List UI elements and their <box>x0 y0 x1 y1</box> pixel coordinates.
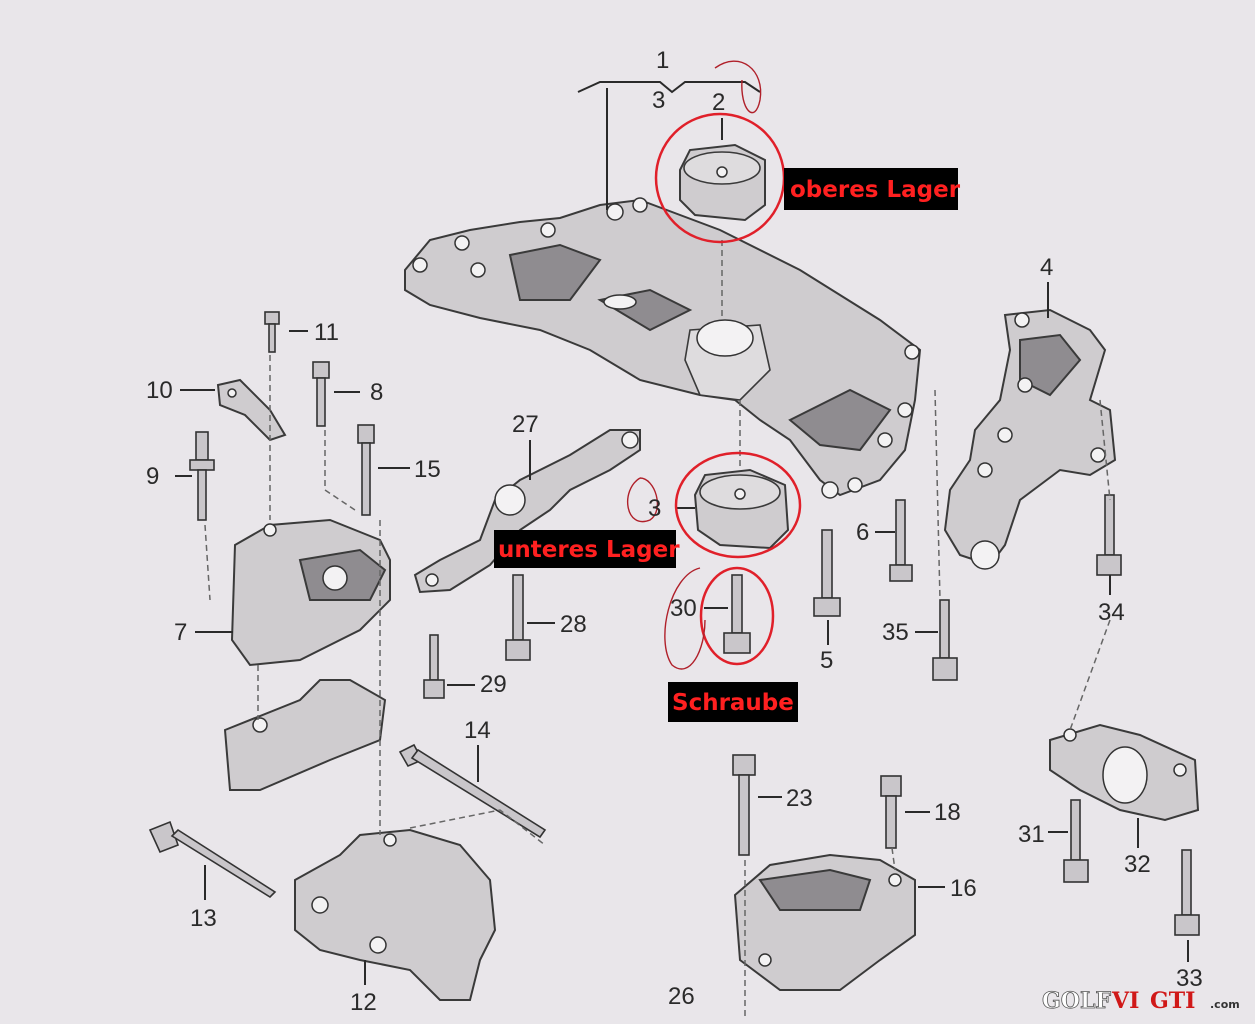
watermark-gti: GTI <box>1150 988 1195 1014</box>
part-number-14: 14 <box>464 717 491 744</box>
part-number-15: 15 <box>414 456 441 483</box>
annotation-screw-text: Schraube <box>672 690 794 716</box>
part-number-31: 31 <box>1018 821 1045 848</box>
annotation-upper-mount: oberes Lager <box>784 168 961 210</box>
part-number-8: 8 <box>370 379 383 406</box>
lower-mount-circle <box>674 451 802 559</box>
bracket-10 <box>216 378 287 442</box>
part-number-26: 26 <box>668 983 695 1010</box>
part-number-13: 13 <box>190 905 217 932</box>
engine-bracket-4 <box>943 308 1117 570</box>
part-number-6: 6 <box>856 519 869 546</box>
part-number-3: 3 <box>652 87 665 114</box>
leader-lines <box>175 81 1189 1020</box>
bracket-32 <box>1049 723 1200 822</box>
part-number-30: 30 <box>670 595 697 622</box>
part-number-27: 27 <box>512 411 539 438</box>
engine-mount-7 <box>230 518 391 667</box>
part-number-5: 5 <box>820 647 833 674</box>
mount-support-bracket <box>223 679 387 791</box>
part-number-12: 12 <box>350 989 377 1016</box>
annotation-upper-mount-text: oberes Lager <box>790 177 961 203</box>
watermark-com: .com <box>1210 998 1240 1011</box>
torque-arm-27 <box>413 429 641 594</box>
part-number-11: 11 <box>314 319 339 346</box>
part-number-34: 34 <box>1098 599 1125 626</box>
watermark-golf: GOLF <box>1042 988 1111 1014</box>
part-number-4: 4 <box>1040 254 1053 281</box>
part-numbers: 1 3 2 4 11 8 10 27 9 15 3 6 34 30 28 7 3… <box>146 47 1203 1016</box>
part-number-1: 1 <box>656 47 669 74</box>
transmission-mount-16 <box>733 853 916 991</box>
part-number-18: 18 <box>934 799 961 826</box>
part-number-7: 7 <box>174 619 187 646</box>
subframe-crossmember <box>404 197 922 499</box>
part-number-9: 9 <box>146 463 159 490</box>
pen-marks <box>626 60 762 670</box>
lower-bushing <box>693 468 790 550</box>
part-number-29: 29 <box>480 671 507 698</box>
upper-bushing <box>679 143 766 222</box>
part-number-33: 33 <box>1176 965 1203 992</box>
annotation-screw: Schraube <box>668 682 798 722</box>
transmission-bracket-12 <box>294 828 497 1001</box>
golf-gti-watermark: GOLF VI GTI .com <box>1042 988 1240 1015</box>
part-number-32: 32 <box>1124 851 1151 878</box>
part-number-3b: 3 <box>648 495 661 522</box>
part-number-35: 35 <box>882 619 909 646</box>
bolts <box>148 311 1200 936</box>
annotation-lower-mount: unteres Lager <box>494 530 680 568</box>
part-number-16: 16 <box>950 875 977 902</box>
part-number-28: 28 <box>560 611 587 638</box>
watermark-vi: VI <box>1111 988 1139 1014</box>
part-number-2: 2 <box>712 89 725 116</box>
part-number-23: 23 <box>786 785 813 812</box>
screw-circle <box>699 566 775 666</box>
part-number-10: 10 <box>146 377 173 404</box>
annotation-lower-mount-text: unteres Lager <box>498 537 680 563</box>
